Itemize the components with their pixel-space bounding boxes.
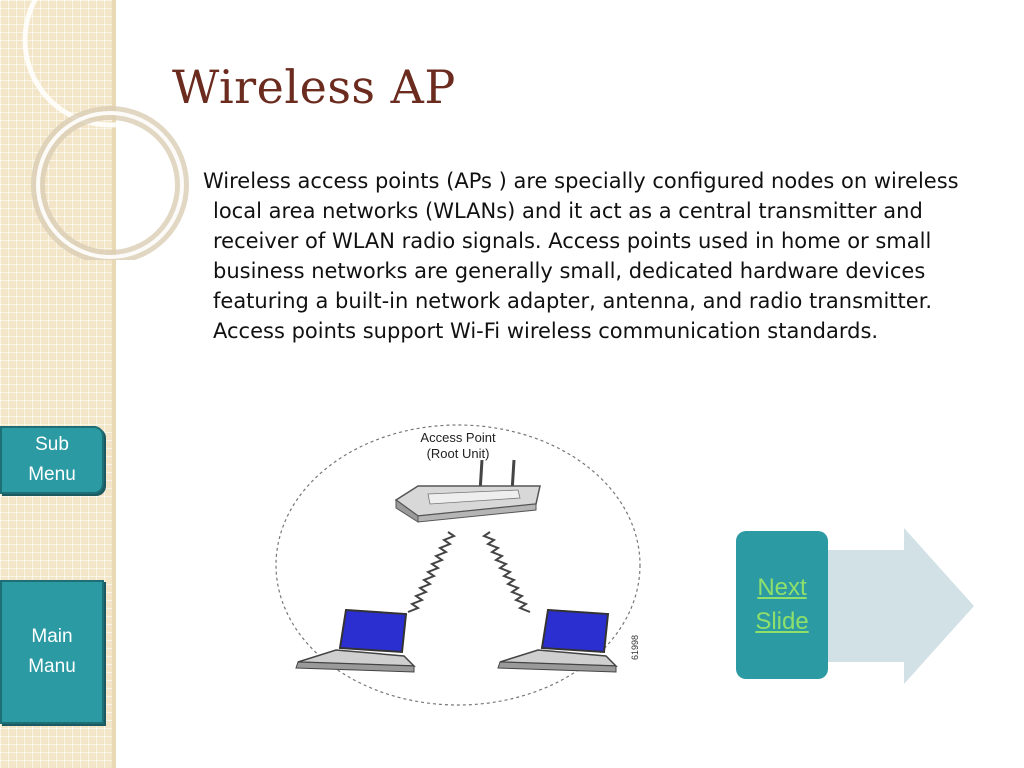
main-menu-label-line1: Main bbox=[31, 626, 73, 647]
next-arrow-shape bbox=[826, 528, 974, 684]
radio-link-right bbox=[481, 531, 531, 613]
access-point-label-line1: Access Point bbox=[420, 430, 496, 445]
access-point-label-line2: (Root Unit) bbox=[427, 446, 490, 461]
next-slide-link-line2[interactable]: Slide bbox=[755, 608, 809, 635]
figure-id: 61998 bbox=[630, 635, 640, 660]
laptop-right-icon bbox=[497, 608, 618, 673]
main-menu-label-line2: Manu bbox=[28, 656, 76, 677]
coverage-boundary bbox=[275, 424, 641, 706]
main-menu-button[interactable]: Main Manu bbox=[0, 580, 104, 724]
sub-menu-label-line2: Menu bbox=[28, 464, 76, 485]
laptop-left-icon bbox=[295, 608, 416, 673]
next-slide-link-line1[interactable]: Next bbox=[757, 574, 807, 601]
strip-edge bbox=[112, 0, 116, 768]
sub-menu-label-line1: Sub bbox=[35, 434, 69, 455]
sub-menu-button[interactable]: Sub Menu bbox=[0, 426, 104, 494]
next-slide-button[interactable]: Next Slide bbox=[736, 531, 828, 679]
slide-body-text: Wireless access points (APs ) are specia… bbox=[203, 169, 959, 343]
slide-title: Wireless AP bbox=[172, 60, 456, 114]
access-point-device-icon bbox=[394, 459, 541, 523]
access-point-diagram: Access Point (Root Unit) 61998 bbox=[275, 424, 641, 706]
radio-link-left bbox=[407, 531, 457, 613]
